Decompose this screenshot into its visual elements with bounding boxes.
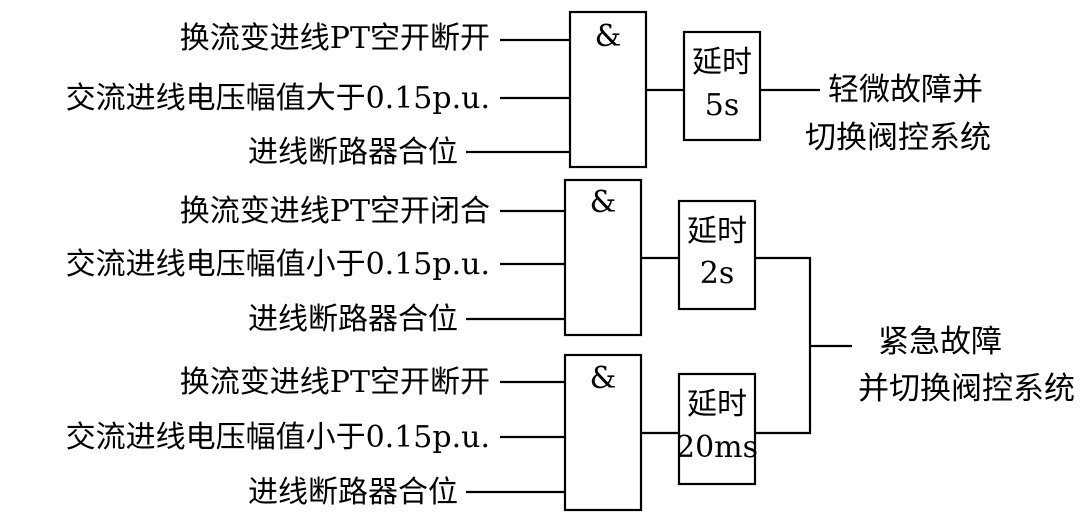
output-emergency-line-1: 紧急故障	[878, 324, 1002, 360]
group-3-delay-time: 20ms	[676, 430, 758, 465]
group-1-input-2-label: 交流进线电压幅值大于0.15p.u.	[66, 81, 490, 116]
group-2-and-symbol: &	[590, 185, 617, 220]
group-2-delay-time: 2s	[700, 256, 734, 291]
group-1-and-gate	[568, 10, 648, 169]
output-minor-line-2: 切换阀控系统	[805, 120, 991, 156]
group-3-delay-label: 延时	[687, 387, 747, 422]
group-1-input-1-label: 换流变进线PT空开断开	[180, 21, 490, 56]
output-minor-line-1: 轻微故障并	[828, 72, 983, 108]
group-2-delay-box	[677, 199, 757, 311]
group-1-delay-box	[682, 30, 762, 142]
output-emergency-fault: 紧急故障 并切换阀控系统	[858, 324, 1075, 407]
group-2-output-wire	[755, 256, 812, 346]
group-2-input-2-label: 交流进线电压幅值小于0.15p.u.	[66, 247, 490, 282]
group-2-input-1-label: 换流变进线PT空开闭合	[180, 194, 490, 229]
group-1-input-3-label: 进线断路器合位	[248, 135, 458, 170]
group-3-input-3-label: 进线断路器合位	[248, 475, 458, 510]
group-3-and-symbol: &	[590, 361, 617, 396]
group-3-delay-box	[677, 372, 757, 486]
logic-group-3: 换流变进线PT空开断开 交流进线电压幅值小于0.15p.u. 进线断路器合位 &…	[66, 346, 812, 512]
group-3-input-1-label: 换流变进线PT空开断开	[180, 365, 490, 400]
logic-group-2: 换流变进线PT空开闭合 交流进线电压幅值小于0.15p.u. 进线断路器合位 &…	[66, 178, 812, 346]
group-3-and-gate	[563, 353, 643, 512]
group-2-delay-label: 延时	[687, 214, 747, 249]
group-1-delay-label: 延时	[692, 45, 752, 80]
output-minor-fault: 轻微故障并 切换阀控系统	[805, 72, 991, 156]
group-1-delay-time: 5s	[705, 88, 739, 123]
group-3-output-wire	[755, 346, 812, 435]
group-3-input-2-label: 交流进线电压幅值小于0.15p.u.	[66, 420, 490, 455]
logic-group-1: 换流变进线PT空开断开 交流进线电压幅值大于0.15p.u. 进线断路器合位 &…	[66, 10, 820, 170]
output-emergency-line-2: 并切换阀控系统	[858, 371, 1075, 407]
group-2-input-3-label: 进线断路器合位	[248, 302, 458, 337]
group-1-and-symbol: &	[595, 19, 622, 54]
